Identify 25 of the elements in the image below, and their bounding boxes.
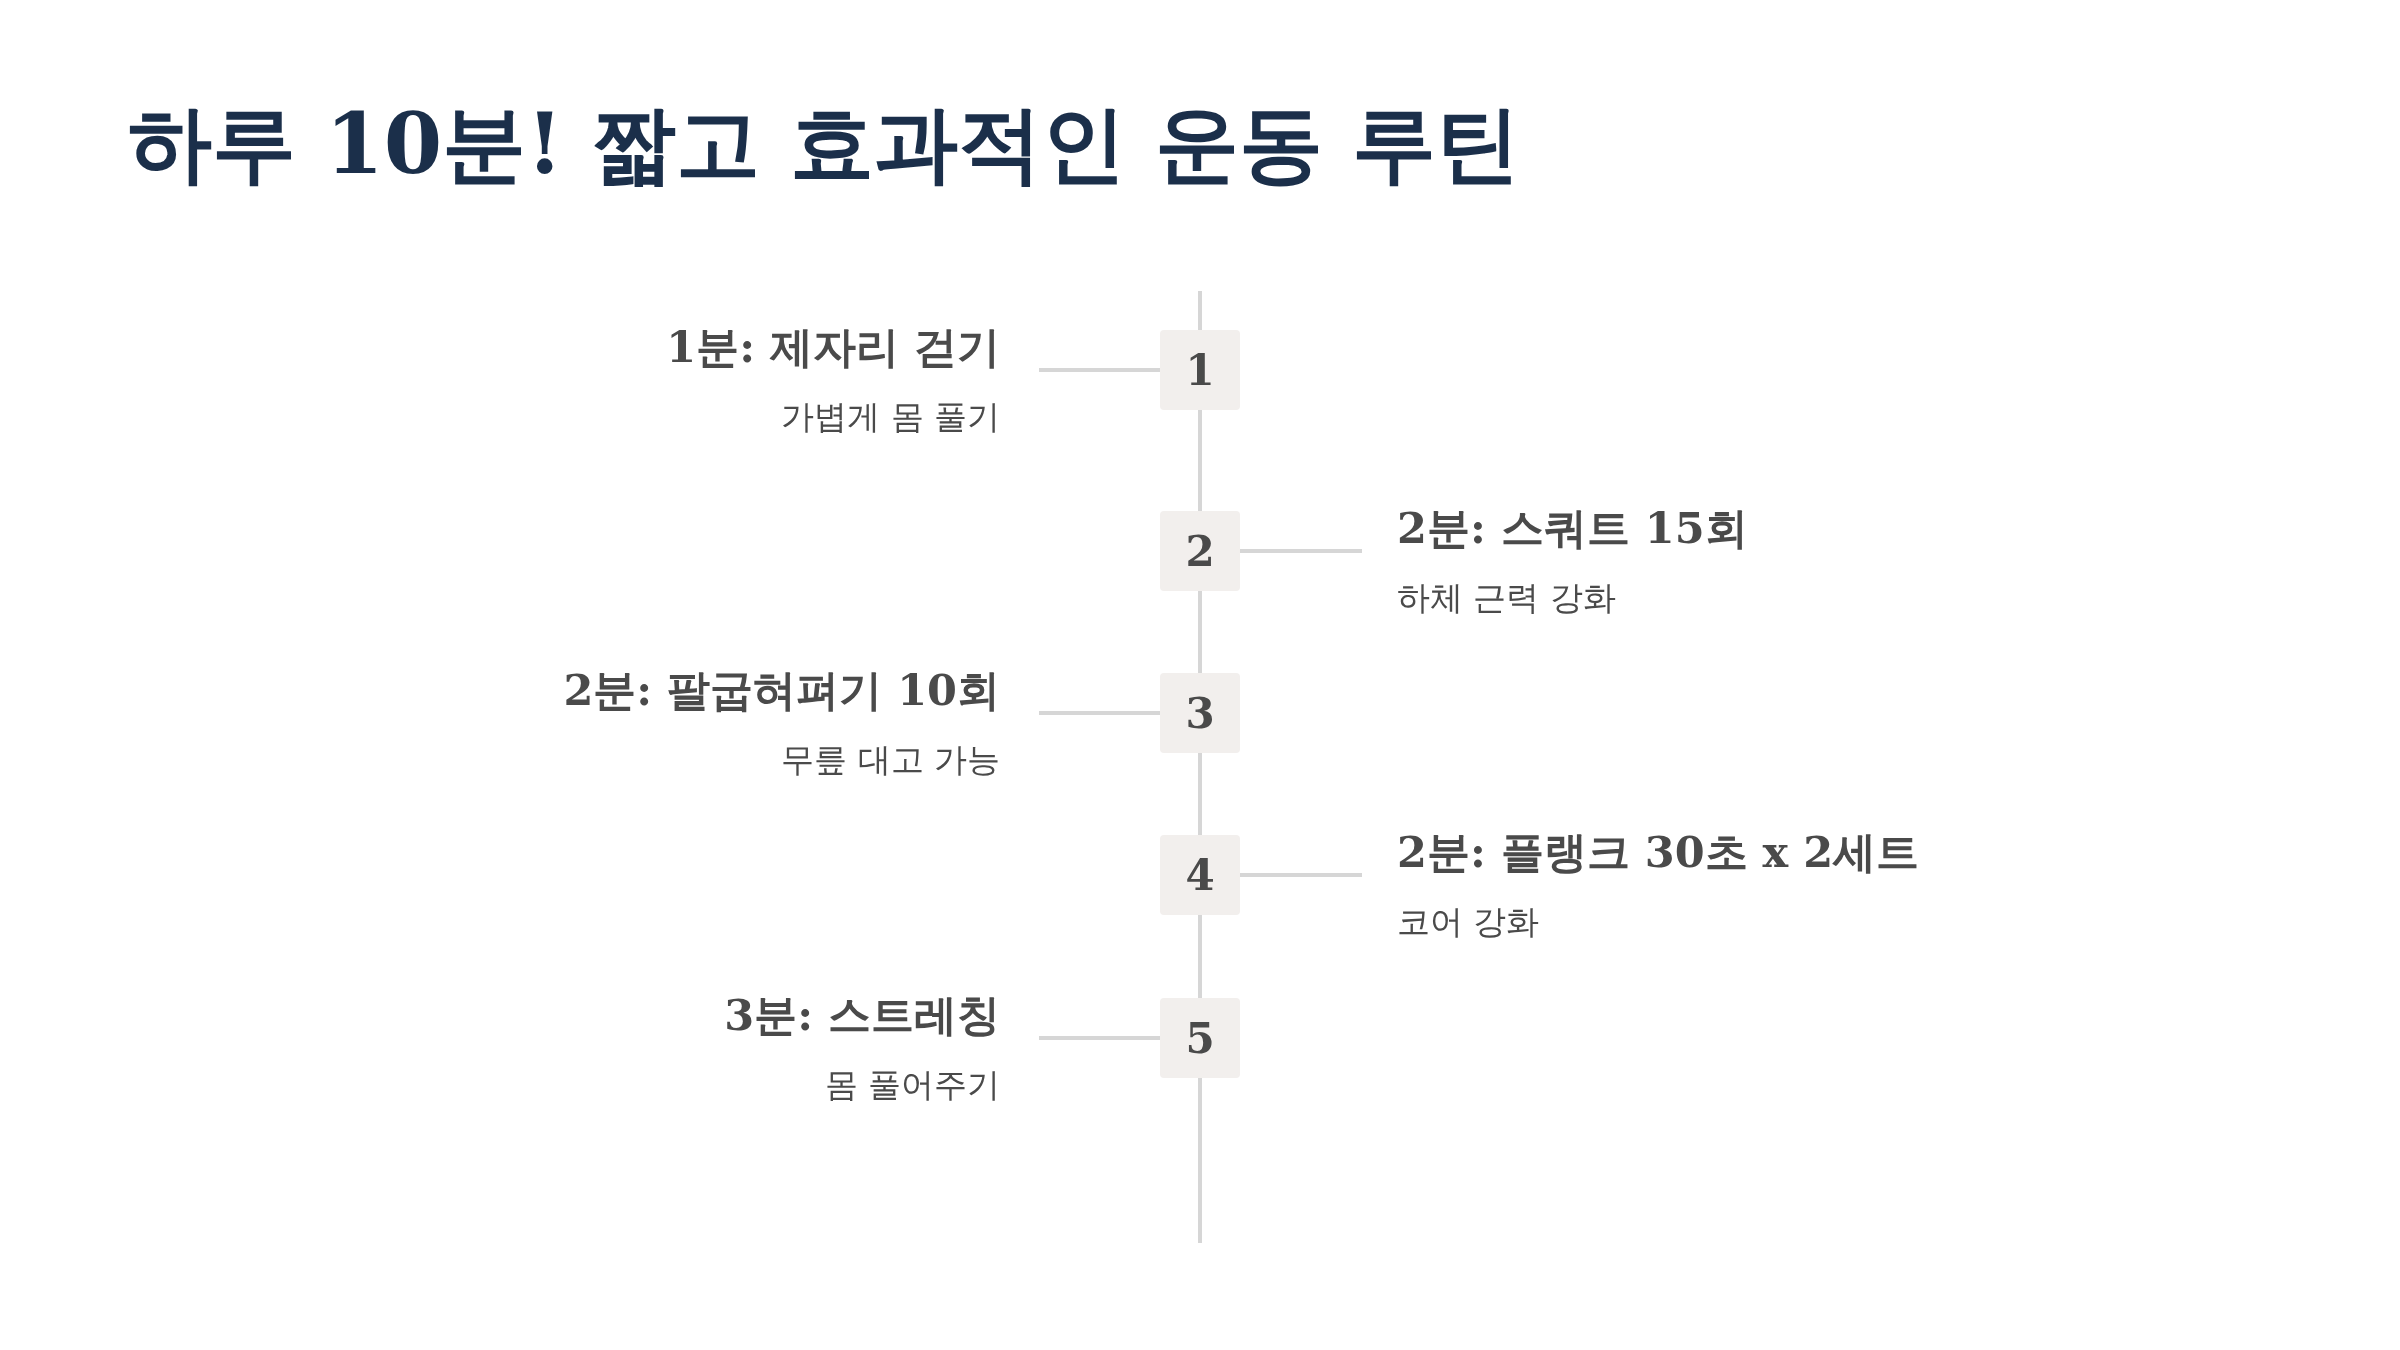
connector-line (1240, 549, 1362, 553)
step-heading: 1분: 제자리 걷기 (666, 321, 1000, 374)
step-description: 무릎 대고 가능 (781, 738, 1000, 781)
connector-line (1198, 915, 1202, 998)
step-description: 하체 근력 강화 (1397, 576, 1616, 619)
connector-line (1039, 711, 1160, 715)
connector-line (1198, 591, 1202, 673)
step-description: 코어 강화 (1397, 900, 1540, 943)
step-number: 1 (1160, 330, 1240, 410)
connector-line (1198, 753, 1202, 835)
step-number: 5 (1160, 998, 1240, 1078)
step-heading: 2분: 팔굽혀펴기 10회 (563, 664, 1000, 717)
step-number: 3 (1160, 673, 1240, 753)
step-heading: 3분: 스트레칭 (724, 989, 1000, 1042)
connector-line (1039, 368, 1160, 372)
step-description: 몸 풀어주기 (824, 1063, 1000, 1106)
title: 하루 10분! 짧고 효과적인 운동 루틴 (128, 98, 1520, 191)
connector-line (1240, 873, 1362, 877)
step-number: 4 (1160, 835, 1240, 915)
step-number: 2 (1160, 511, 1240, 591)
step-heading: 2분: 플랭크 30초 x 2세트 (1397, 826, 1920, 879)
step-description: 가볍게 몸 풀기 (781, 395, 1000, 438)
connector-line (1198, 410, 1202, 511)
step-heading: 2분: 스쿼트 15회 (1397, 502, 1748, 555)
connector-line (1039, 1036, 1160, 1040)
